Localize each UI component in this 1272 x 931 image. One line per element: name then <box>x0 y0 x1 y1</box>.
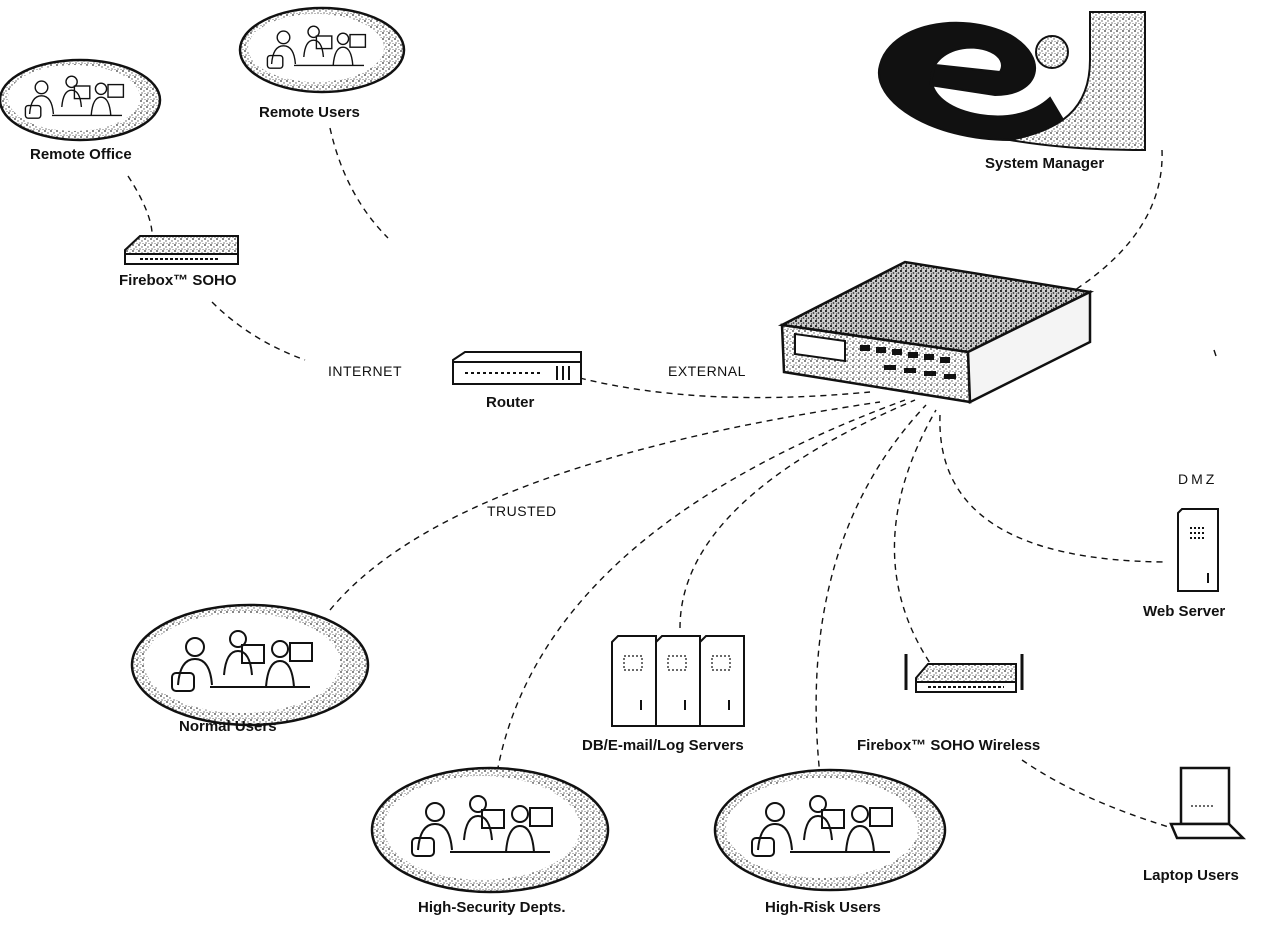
link-router-external <box>580 378 870 398</box>
system-manager-logo-icon <box>879 12 1145 150</box>
link-high-risk <box>816 405 926 832</box>
label-high-risk: High-Risk Users <box>765 899 881 916</box>
label-remote-office: Remote Office <box>30 146 132 163</box>
link-soho-internet <box>212 302 305 360</box>
link-wireless <box>894 410 942 680</box>
high-risk-icon <box>715 770 945 890</box>
link-web-server <box>940 415 1165 562</box>
zone-external: EXTERNAL <box>668 363 746 379</box>
label-firebox-soho-wireless: Firebox™ SOHO Wireless <box>857 737 1040 754</box>
high-security-icon <box>372 768 608 892</box>
label-db-servers: DB/E-mail/Log Servers <box>582 737 744 754</box>
router-icon <box>453 352 581 384</box>
label-high-security: High-Security Depts. <box>418 899 566 916</box>
label-remote-users: Remote Users <box>259 104 360 121</box>
link-laptop <box>1022 760 1172 828</box>
link-normal-users <box>330 402 880 610</box>
web-server-icon <box>1178 509 1218 591</box>
firebox-soho-wireless-icon <box>906 654 1022 692</box>
laptop-icon <box>1171 768 1243 838</box>
remote-users-icon <box>240 8 404 92</box>
zone-internet: INTERNET <box>328 363 402 379</box>
label-normal-users: Normal Users <box>179 718 277 735</box>
link-remote-users <box>330 128 388 238</box>
link-remote-office <box>128 176 152 232</box>
label-system-manager: System Manager <box>985 155 1104 172</box>
label-laptop-users: Laptop Users <box>1143 867 1239 884</box>
label-router: Router <box>486 394 534 411</box>
db-servers-icon <box>612 636 744 726</box>
label-web-server: Web Server <box>1143 603 1225 620</box>
label-firebox-soho: Firebox™ SOHO <box>119 272 237 289</box>
firebox-soho-icon <box>125 236 238 264</box>
firebox-appliance-icon <box>782 262 1090 402</box>
normal-users-icon <box>132 605 368 725</box>
link-db-servers <box>680 400 915 628</box>
zone-dmz: DMZ <box>1178 471 1217 487</box>
remote-office-icon <box>0 60 160 140</box>
zone-trusted: TRUSTED <box>487 503 557 519</box>
link-right-stub <box>1214 350 1216 356</box>
